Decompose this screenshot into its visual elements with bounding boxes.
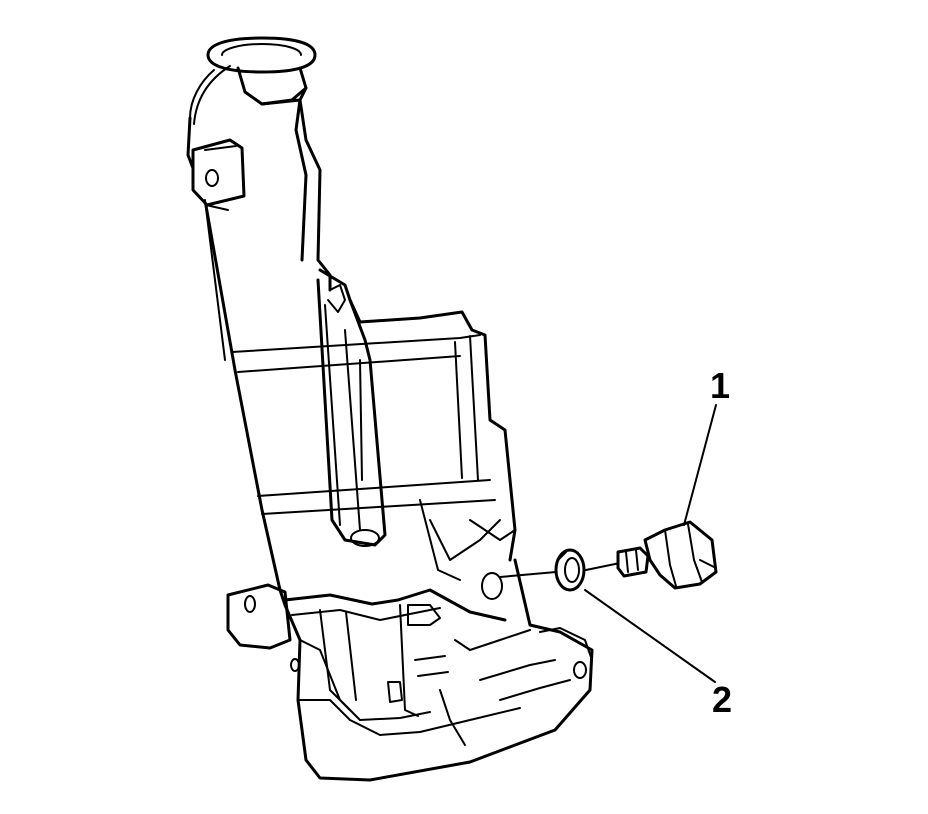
reservoir-main-tank: [231, 268, 517, 600]
callout-1-label: 1: [710, 365, 730, 406]
pump-grommet: [499, 548, 586, 592]
washer-pump: [585, 520, 718, 590]
filler-neck: [189, 36, 317, 125]
reservoir-upper-body: [186, 98, 332, 592]
callout-1-leader: [683, 404, 717, 526]
reservoir-lower-section: [226, 558, 594, 782]
callout-2-label: 2: [712, 679, 732, 720]
callout-2-leader: [584, 589, 716, 683]
